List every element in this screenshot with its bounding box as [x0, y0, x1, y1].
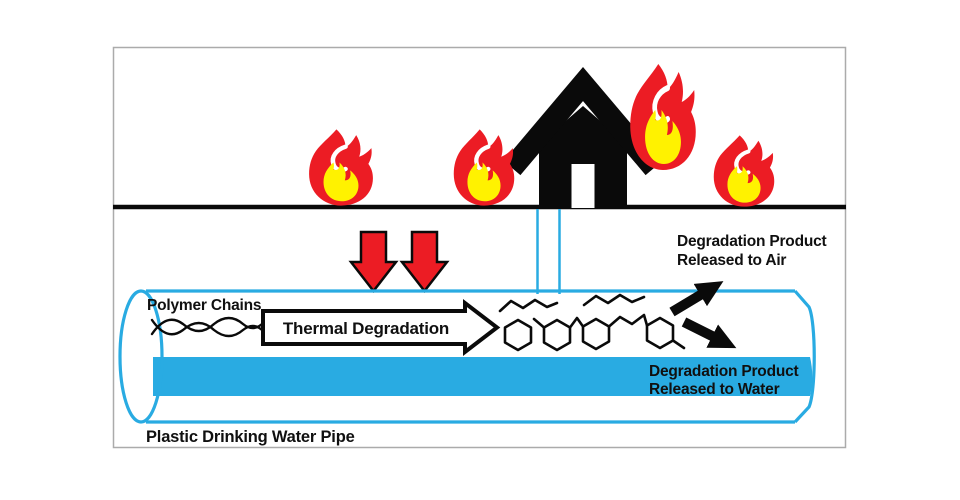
heat-down-arrow-icon: [348, 230, 399, 294]
pipe-right-end: [793, 289, 816, 424]
polymer-chain-squiggle-icon: [150, 316, 266, 338]
house-door: [571, 164, 595, 208]
pipe-label: Plastic Drinking Water Pipe: [146, 428, 355, 446]
degradation-air-label-line2: Released to Air: [677, 252, 786, 269]
water-service-lines: [536, 209, 561, 294]
house-icon: [503, 66, 663, 208]
water-band: [153, 357, 813, 396]
release-to-water-arrow-icon: [681, 317, 737, 349]
degradation-water-label-line2: Released to Water: [649, 381, 780, 398]
thermal-degradation-label: Thermal Degradation: [283, 319, 449, 338]
degradation-molecules-icon: [498, 293, 686, 352]
plastic-pipe: [118, 289, 816, 424]
heat-down-arrow-icon: [399, 230, 450, 294]
degradation-water-label-line1: Degradation Product: [649, 363, 799, 380]
pipe-left-end: [118, 289, 164, 424]
house-body: [539, 106, 627, 208]
polymer-chains-label: Polymer Chains: [147, 297, 261, 314]
release-to-air-arrow-icon: [669, 281, 724, 317]
thermal-degradation-arrow: Thermal Degradation: [261, 298, 501, 357]
degradation-air-label-line1: Degradation Product: [677, 233, 827, 250]
house-roof: [503, 66, 663, 176]
